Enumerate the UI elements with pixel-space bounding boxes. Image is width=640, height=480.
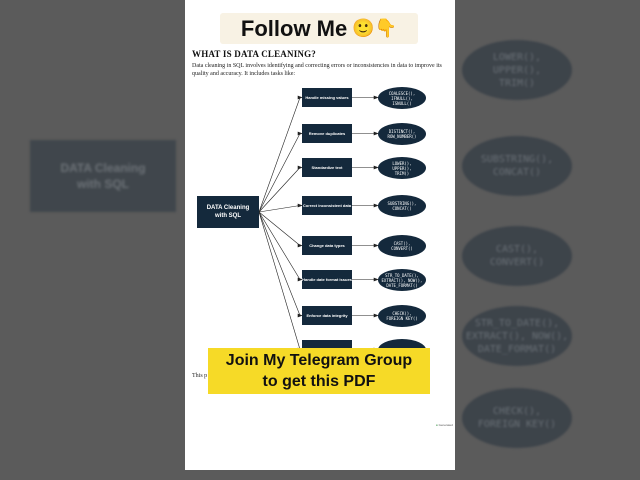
task-node-1: Remove duplicates xyxy=(302,124,352,143)
smile-pointing-icon: 🙂👇 xyxy=(352,18,398,38)
doc-footnote: This p xyxy=(192,373,208,379)
arrowhead-fn-6 xyxy=(373,313,379,318)
function-oval-1: DISTINCT(), ROW_NUMBER() xyxy=(378,123,426,145)
task-node-3: Correct inconsistent data xyxy=(302,196,352,215)
connector-main-task-5 xyxy=(258,211,301,280)
bg-oval-3: STR_TO_DATE(), EXTRACT(), NOW(), DATE_FO… xyxy=(462,306,572,366)
telegram-banner: Join My Telegram Group to get this PDF xyxy=(208,348,430,394)
arrowhead-task-0 xyxy=(297,95,303,100)
arrowhead-task-1 xyxy=(297,131,303,136)
telegram-line-1: Join My Telegram Group xyxy=(225,352,413,369)
function-oval-6: CHECK(), FOREIGN KEY() xyxy=(378,305,426,327)
arrowhead-task-6 xyxy=(297,313,303,318)
task-node-4: Change data types xyxy=(302,236,352,255)
arrowhead-fn-0 xyxy=(373,95,379,100)
arrowhead-fn-3 xyxy=(373,203,379,208)
telegram-line-2: to get this PDF xyxy=(262,373,376,390)
task-node-6: Enforce data integrity xyxy=(302,306,352,325)
generator-logo: ● Generated xyxy=(436,423,453,427)
arrowhead-task-2 xyxy=(297,165,303,170)
connector-main-task-1 xyxy=(258,133,301,213)
connector-main-task-6 xyxy=(258,211,301,316)
logo-text: Generated xyxy=(438,423,453,427)
follow-me-banner: Follow Me 🙂👇 xyxy=(220,13,418,44)
connector-main-task-0 xyxy=(258,97,301,213)
bg-oval-4: CHECK(), FOREIGN KEY() xyxy=(462,388,572,448)
connector-main-task-3 xyxy=(258,205,301,213)
function-oval-4: CAST(), CONVERT() xyxy=(378,235,426,257)
bg-oval-0: LOWER(), UPPER(), TRIM() xyxy=(462,40,572,100)
arrowhead-fn-2 xyxy=(373,165,379,170)
function-oval-5: STR_TO_DATE(), EXTRACT(), NOW(), DATE_FO… xyxy=(378,269,426,291)
bg-main-node: DATA Cleaning with SQL xyxy=(30,140,176,212)
logo-mark-icon: ● xyxy=(436,423,438,427)
connector-main-task-7 xyxy=(258,211,301,350)
arrowhead-fn-4 xyxy=(373,243,379,248)
arrowhead-fn-1 xyxy=(373,131,379,136)
connector-main-task-4 xyxy=(258,211,301,246)
task-node-2: Standardize text xyxy=(302,158,352,177)
doc-intro: Data cleaning in SQL involves identifyin… xyxy=(192,63,442,77)
follow-text: Follow Me xyxy=(240,15,348,41)
bg-oval-2: CAST(), CONVERT() xyxy=(462,226,572,286)
connector-main-task-2 xyxy=(258,167,301,213)
arrowhead-task-3 xyxy=(297,203,303,208)
arrowhead-fn-5 xyxy=(373,277,379,282)
doc-title: WHAT IS DATA CLEANING? xyxy=(192,49,317,59)
arrowhead-task-4 xyxy=(297,243,303,248)
task-node-0: Handle missing values xyxy=(302,88,352,107)
function-oval-3: SUBSTRING(), CONCAT() xyxy=(378,195,426,217)
function-oval-2: LOWER(), UPPER(), TRIM() xyxy=(378,157,426,179)
task-node-5: Handle date format issues xyxy=(302,270,352,289)
function-oval-0: COALESCE(), IFNULL(), ISNULL() xyxy=(378,87,426,109)
bg-oval-1: SUBSTRING(), CONCAT() xyxy=(462,136,572,196)
main-node: DATA Cleaning with SQL xyxy=(197,196,259,228)
arrowhead-task-5 xyxy=(297,277,303,282)
